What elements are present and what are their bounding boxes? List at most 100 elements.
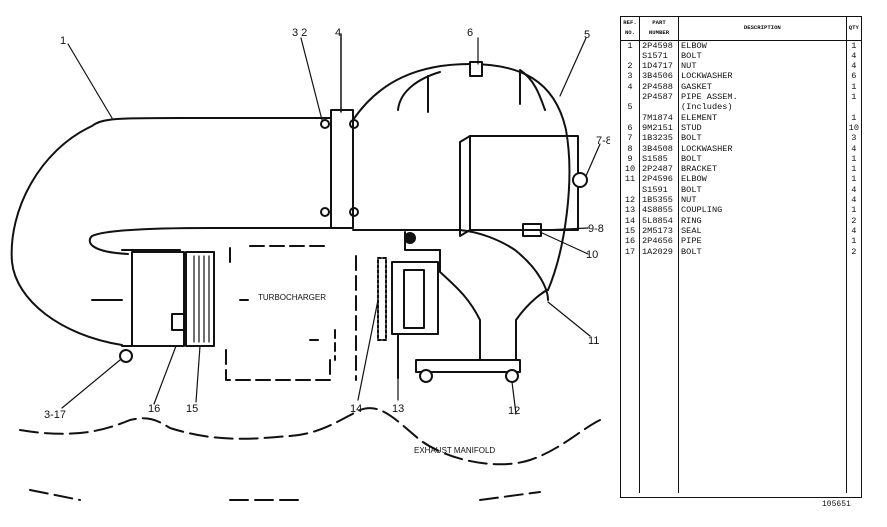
quantity-cell: 1 [851,164,857,175]
ref-number-cell [621,92,640,103]
quantity-cell: 1 [851,81,857,92]
flange [330,109,354,229]
callout-13: 13 [392,403,404,415]
coupling-left-slot [171,313,185,331]
part-number-cell: 9M2151 [639,122,679,134]
coupling-left [131,251,185,347]
duct-lower [352,229,549,301]
quantity-cell: 10 [848,122,859,133]
nut-12-right [505,369,519,383]
elbow-pipe-inner [88,227,331,255]
part-number-cell: 3B4506 [639,71,679,82]
quantity-cell: 4 [851,225,857,236]
callout-numbers: 1 3 2 4 6 5 7-8 9-8 10 11 12 13 14 15 16… [44,27,610,421]
quantity-cell: 4 [851,50,857,61]
description-cell: STUD [678,122,847,134]
element-box [469,135,579,231]
ref-number-cell: 16 [621,236,640,247]
description-cell: ELBOW [678,174,847,185]
part-number-cell: 4S8855 [639,205,679,216]
nut-12-left [419,369,433,383]
elbow-11-outline [439,249,549,373]
part-number-cell: 1B3235 [639,133,679,144]
callout-5: 5 [584,29,590,41]
callout-7-8: 7-8 [596,135,610,147]
description-cell: COUPLING [678,205,847,216]
drawing-number: 105651 [822,500,851,509]
quantity-cell: 1 [851,40,857,51]
description-cell: LOCKWASHER [678,143,847,154]
part-number-cell: S1591 [639,184,679,196]
quantity-cell: 1 [851,205,857,216]
quantity-cell [846,102,861,112]
ref-number-cell: 10 [621,164,640,175]
exhaust-manifold-lower [29,489,541,501]
description-cell: GASKET [678,81,847,93]
part-number-cell: 7M1874 [639,112,679,123]
ref-number-cell: 1 [621,40,640,51]
description-cell: ELEMENT [678,112,847,123]
quantity-cell: 1 [851,112,857,123]
description-cell: LOCKWASHER [678,71,847,82]
header-ref-no: REF. NO. [621,17,640,41]
table-header-row: REF. NO. PART NUMBER DESCRIPTION QTY [621,17,861,41]
quantity-cell: 3 [851,133,857,144]
turbocharger-detail [239,299,336,361]
callout-15: 15 [186,403,198,415]
elbow-11-flange [415,359,521,373]
header-qty: QTY [846,17,861,41]
ref-number-cell [621,112,640,123]
quantity-cell: 1 [851,236,857,247]
quantity-cell: 2 [851,215,857,226]
description-cell: PIPE [678,236,847,247]
ref-number-cell: 3 [621,71,640,82]
description-cell: BOLT [678,184,847,196]
description-cell: PIPE ASSEM. [678,92,847,103]
description-cell: NUT [678,195,847,206]
exhaust-manifold-label: EXHAUST MANIFOLD [414,446,495,455]
part-number-cell: 2P4587 [639,92,679,103]
part-number-cell: S1585 [639,153,679,165]
quantity-cell: 4 [851,195,857,206]
part-number-cell: 1A2029 [639,246,679,257]
callout-6: 6 [467,27,473,39]
table-row: 5(Includes) [621,102,861,113]
flange-bolt-top [320,119,330,129]
seal-ribs [193,255,210,343]
callout-11: 11 [588,335,599,347]
description-cell: BOLT [678,153,847,165]
quantity-cell: 1 [851,92,857,103]
part-number-cell: 2P4656 [639,236,679,247]
ref-number-cell: 7 [621,133,640,144]
bracket-10 [522,223,542,237]
ref-number-cell: 9 [621,153,640,165]
quantity-cell: 1 [851,174,857,185]
description-cell: BOLT [678,133,847,144]
callout-3-2: 3 2 [292,27,307,39]
description-cell: RING [678,215,847,226]
quantity-cell: 4 [851,143,857,154]
duct-bolt [404,232,416,244]
quantity-cell: 4 [851,184,857,195]
callout-3-17: 3-17 [44,409,66,421]
part-number-cell: 2P2487 [639,164,679,175]
empty-cell [639,256,679,493]
coupling-13 [391,261,439,335]
ref-number-cell: 13 [621,205,640,216]
ref-number-cell: 15 [621,225,640,237]
element-box-depth [459,135,471,237]
description-cell: BRACKET [678,164,847,175]
ref-number-cell: 4 [621,81,640,93]
